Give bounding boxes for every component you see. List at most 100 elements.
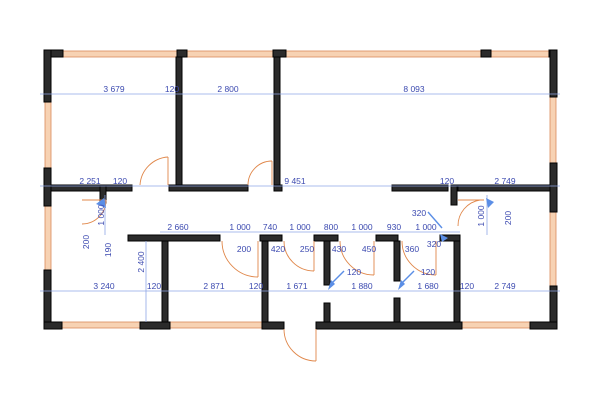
walls-layer bbox=[43, 49, 558, 330]
dim-label: 120 bbox=[147, 281, 161, 291]
wall-int-v9 bbox=[453, 240, 461, 323]
window-top-3 bbox=[285, 50, 482, 58]
wall-int-v4 bbox=[261, 240, 269, 323]
dim-label-vertical: 1 000 bbox=[476, 205, 486, 227]
wall-outer-top-c bbox=[272, 49, 287, 58]
dim-label: 120 bbox=[249, 281, 263, 291]
wall-int-v7 bbox=[393, 240, 401, 282]
wall-int-h5 bbox=[457, 184, 551, 192]
arrow-left bbox=[96, 198, 106, 208]
dim-label: 360 bbox=[405, 244, 419, 254]
wall-int-v6 bbox=[323, 302, 331, 323]
wall-outer-bottom-a bbox=[43, 321, 63, 330]
door-arc-entry bbox=[283, 328, 317, 362]
wall-int-h3 bbox=[273, 184, 283, 192]
wall-int-v1 bbox=[175, 56, 183, 191]
window-left-2 bbox=[44, 205, 52, 271]
door-arc-6 bbox=[339, 240, 375, 276]
window-right-2 bbox=[549, 211, 557, 287]
dim-label: 2 749 bbox=[494, 281, 516, 291]
leader-2 bbox=[400, 270, 415, 285]
door-arc-4 bbox=[221, 240, 259, 278]
dim-label: 450 bbox=[362, 244, 376, 254]
wall-int-h7 bbox=[259, 234, 283, 242]
wall-int-h10 bbox=[439, 234, 461, 242]
dim-label-vertical: 1 000 bbox=[96, 204, 106, 226]
dim-label: 2 800 bbox=[217, 84, 239, 94]
dim-label: 120 bbox=[440, 176, 454, 186]
dim-label: 120 bbox=[421, 267, 435, 277]
wall-int-h4 bbox=[391, 184, 449, 192]
dim-label: 3 240 bbox=[93, 281, 115, 291]
door-arc-1 bbox=[139, 156, 169, 186]
dimension-labels: 3 679 120 2 800 8 093 2 251 120 9 451 12… bbox=[79, 84, 516, 291]
wall-outer-left-a bbox=[43, 49, 52, 103]
wall-outer-left-c bbox=[43, 269, 52, 329]
wall-outer-bottom-c bbox=[261, 321, 285, 330]
dim-label: 1 000 bbox=[289, 222, 311, 232]
window-left-1 bbox=[44, 101, 52, 169]
wall-int-h8 bbox=[313, 234, 339, 242]
wall-int-h9 bbox=[375, 234, 399, 242]
dim-label: 200 bbox=[237, 244, 251, 254]
wall-int-h1 bbox=[50, 184, 133, 192]
wall-int-v8 bbox=[393, 297, 401, 323]
dim-label: 250 bbox=[300, 244, 314, 254]
dim-label-vertical: 2 400 bbox=[136, 251, 146, 273]
window-top-4 bbox=[490, 50, 550, 58]
dim-label: 120 bbox=[460, 281, 474, 291]
dimension-lines-layer bbox=[40, 93, 560, 322]
arrow-inner-1 bbox=[440, 234, 448, 242]
dim-label: 9 451 bbox=[284, 176, 306, 186]
dim-label: 800 bbox=[324, 222, 338, 232]
door-arc-7 bbox=[401, 240, 437, 276]
dim-label: 320 bbox=[427, 239, 441, 249]
dim-label: 320 bbox=[412, 208, 426, 218]
dim-label: 740 bbox=[263, 222, 277, 232]
leader-1 bbox=[330, 270, 345, 285]
dim-label: 3 679 bbox=[103, 84, 125, 94]
window-bottom-2 bbox=[169, 321, 263, 329]
dim-label: 2 871 bbox=[203, 281, 225, 291]
door-arc-3 bbox=[81, 199, 107, 225]
dim-label-vertical: 200 bbox=[503, 211, 513, 225]
wall-int-h6 bbox=[127, 234, 221, 242]
wall-stub-right bbox=[450, 184, 458, 206]
dim-label: 930 bbox=[387, 222, 401, 232]
wall-outer-top-b bbox=[176, 49, 188, 58]
window-right-1 bbox=[549, 96, 557, 164]
dim-label: 120 bbox=[113, 176, 127, 186]
wall-outer-right-b bbox=[549, 162, 558, 213]
dim-label: 120 bbox=[347, 267, 361, 277]
wall-outer-bottom-d bbox=[315, 321, 463, 330]
wall-int-v5 bbox=[323, 240, 331, 286]
door-arc-5 bbox=[283, 240, 315, 272]
dim-label: 2 749 bbox=[494, 176, 516, 186]
wall-outer-bottom-b bbox=[139, 321, 171, 330]
dim-label: 120 bbox=[165, 84, 179, 94]
dim-label-vertical: 200 bbox=[81, 235, 91, 249]
wall-outer-top-d bbox=[480, 49, 492, 58]
door-arc-2 bbox=[247, 160, 273, 186]
leader-3 bbox=[427, 211, 443, 229]
dim-label: 2 660 bbox=[167, 222, 189, 232]
wall-outer-bottom-e bbox=[529, 321, 558, 330]
dim-label: 430 bbox=[332, 244, 346, 254]
wall-int-h2 bbox=[168, 184, 249, 192]
dim-label: 1 000 bbox=[415, 222, 437, 232]
door-arc-8 bbox=[457, 199, 481, 227]
dim-label: 1 680 bbox=[417, 281, 439, 291]
window-top-1 bbox=[62, 50, 178, 58]
window-bottom-3 bbox=[461, 321, 531, 329]
dim-label: 1 880 bbox=[351, 281, 373, 291]
dim-label: 1 671 bbox=[286, 281, 308, 291]
dim-label: 2 251 bbox=[79, 176, 101, 186]
dim-label: 1 000 bbox=[229, 222, 251, 232]
wall-outer-left-b bbox=[43, 167, 52, 207]
wall-outer-right-a bbox=[549, 49, 558, 98]
arrows-layer bbox=[96, 198, 494, 290]
dim-label: 1 000 bbox=[351, 222, 373, 232]
wall-int-v2 bbox=[273, 56, 281, 191]
